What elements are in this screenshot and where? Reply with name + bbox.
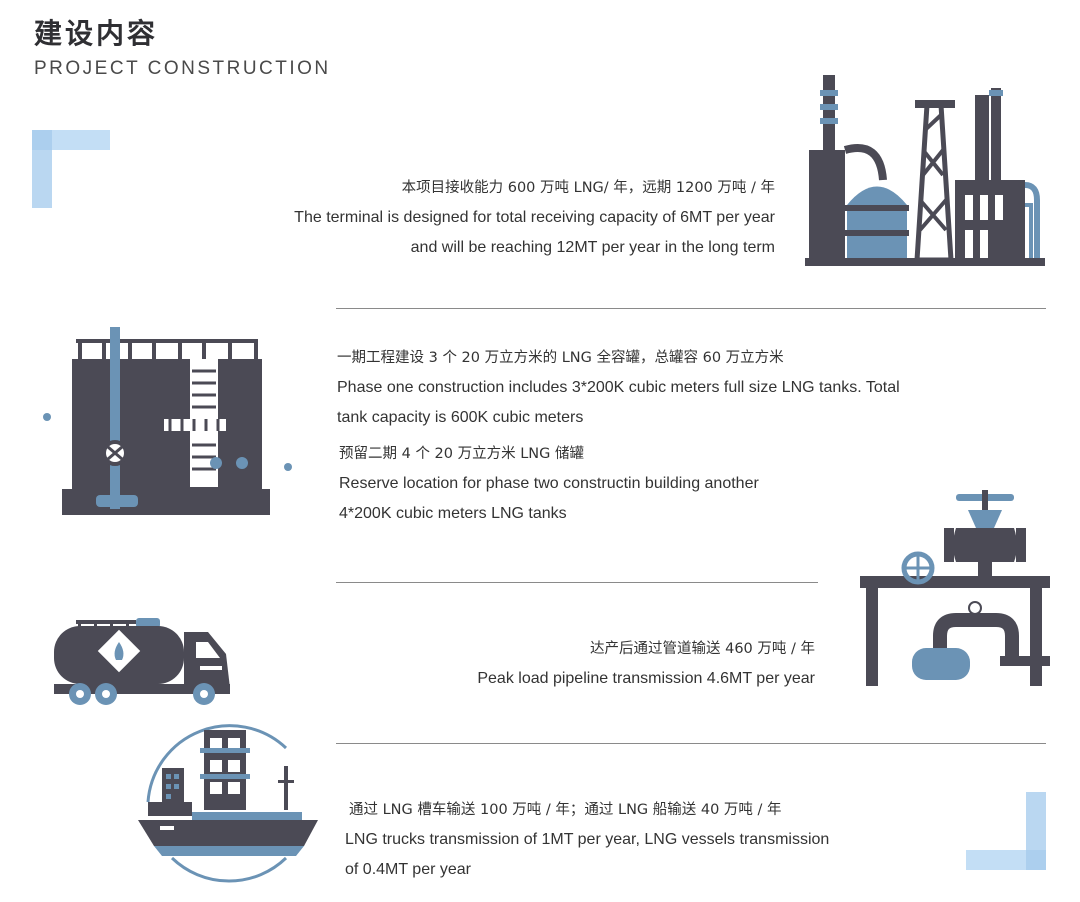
text-line: 4*200K cubic meters LNG tanks [339, 505, 567, 522]
text-line: 通过 LNG 槽车输送 100 万吨 / 年；通过 LNG 船输送 40 万吨 … [349, 802, 782, 818]
section-truck-ship-transmission: 通过 LNG 槽车输送 100 万吨 / 年；通过 LNG 船输送 40 万吨 … [345, 795, 905, 885]
corner-bracket-top-left [32, 130, 110, 208]
text-line: 一期工程建设 3 个 20 万立方米的 LNG 全容罐，总罐容 60 万立方米 [337, 350, 784, 366]
divider [336, 308, 1046, 309]
text-line: LNG trucks transmission of 1MT per year,… [345, 831, 830, 848]
text-line: Peak load pipeline transmission 4.6MT pe… [477, 670, 815, 687]
divider [336, 582, 818, 583]
text-line: Reserve location for phase two construct… [339, 475, 759, 492]
text-line: The terminal is designed for total recei… [294, 209, 775, 226]
text-line: 预留二期 4 个 20 万立方米 LNG 储罐 [339, 446, 584, 462]
page-title: 建设内容 [34, 17, 159, 50]
lng-ship-icon [138, 724, 318, 883]
section-phase-one-tanks: 一期工程建设 3 个 20 万立方米的 LNG 全容罐，总罐容 60 万立方米 … [337, 343, 957, 529]
text-line: 本项目接收能力 600 万吨 LNG/ 年，远期 1200 万吨 / 年 [401, 180, 775, 196]
text-line: 达产后通过管道输送 460 万吨 / 年 [590, 641, 815, 657]
refinery-icon [805, 75, 1045, 266]
page-subtitle: PROJECT CONSTRUCTION [34, 58, 331, 79]
section-receiving-capacity: 本项目接收能力 600 万吨 LNG/ 年，远期 1200 万吨 / 年 The… [255, 173, 775, 263]
text-line: of 0.4MT per year [345, 861, 471, 878]
text-line: and will be reaching 12MT per year in th… [410, 239, 775, 256]
pipeline-valve-icon [860, 490, 1050, 686]
text-line: tank capacity is 600K cubic meters [337, 409, 584, 426]
storage-tank-icon [43, 327, 292, 515]
lng-truck-icon [54, 618, 230, 705]
corner-bracket-bottom-right [966, 792, 1046, 870]
divider [336, 743, 1046, 744]
text-line: Phase one construction includes 3*200K c… [337, 379, 900, 396]
section-pipeline-transmission: 达产后通过管道输送 460 万吨 / 年 Peak load pipeline … [295, 634, 815, 694]
